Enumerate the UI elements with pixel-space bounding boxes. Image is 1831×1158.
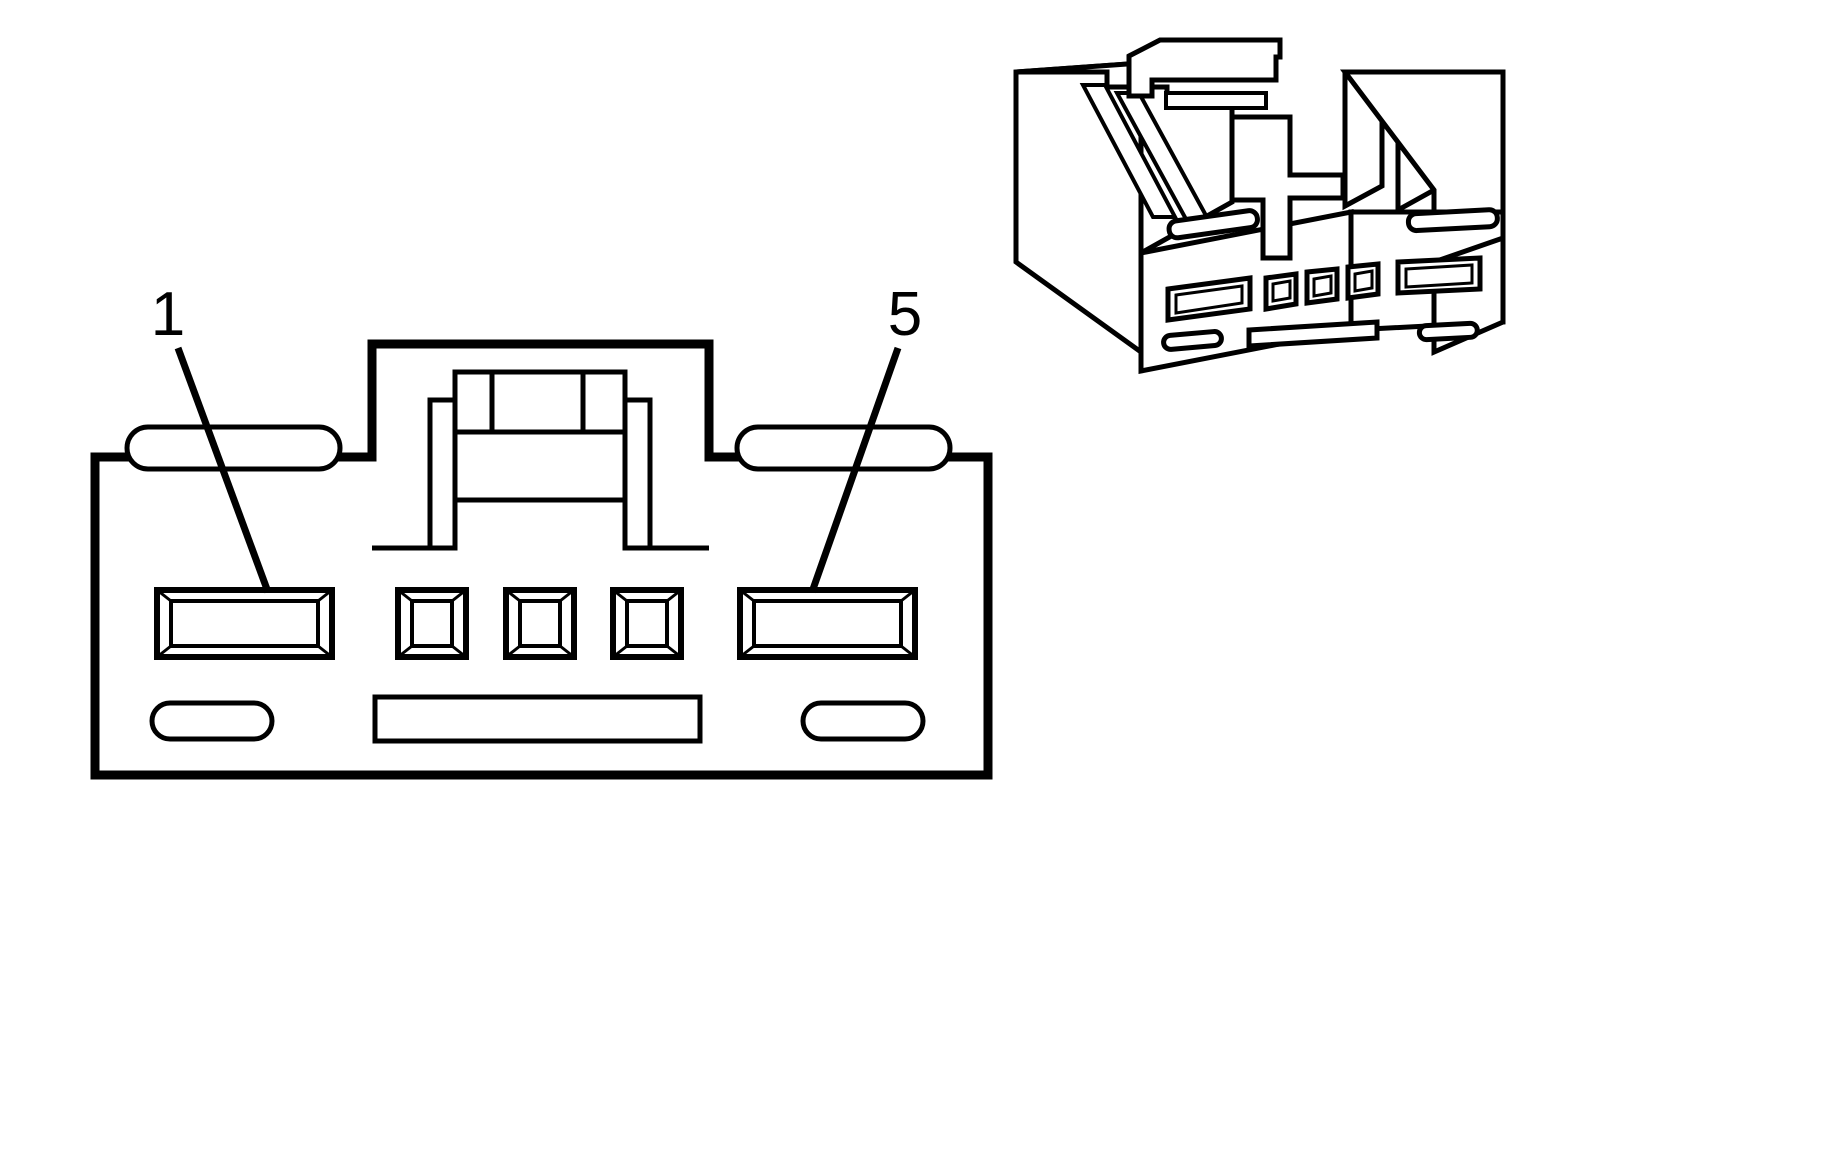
latch-right-post [622, 397, 653, 551]
iso-cavity-5 [1395, 255, 1483, 296]
iso-cavity-2 [1263, 271, 1299, 312]
iso-lower-slot-right [1416, 320, 1480, 343]
iso-rib-1 [1079, 83, 1179, 219]
lower-slot-center [372, 694, 703, 744]
latch-center-block [452, 369, 628, 435]
connector-isometric-view [1013, 37, 1506, 375]
iso-upper-slot-right [1405, 207, 1500, 234]
iso-cavity-3 [1304, 266, 1340, 306]
iso-latch-window [1164, 91, 1268, 110]
cavity-1 [154, 587, 335, 660]
callout-5: 5 [808, 280, 922, 594]
iso-latch-tower [1126, 37, 1283, 99]
iso-upper-slot-left [1166, 208, 1260, 241]
cavity-4 [610, 587, 684, 660]
cavity-3 [503, 587, 577, 660]
lower-slot-left [149, 700, 275, 742]
upper-slot-left [124, 424, 343, 472]
iso-lower-slot-left [1161, 329, 1224, 352]
cavity-5 [737, 587, 918, 660]
iso-lower-slot-center [1246, 319, 1380, 349]
iso-cavity-1 [1165, 275, 1253, 323]
callout-1-leader [174, 346, 272, 594]
center-latch [372, 369, 709, 551]
iso-center-blade [1229, 114, 1346, 261]
iso-cavity-4 [1345, 261, 1381, 301]
callout-5-label: 5 [888, 280, 922, 349]
latch-left-post [427, 397, 458, 551]
connector-front-view [90, 339, 993, 780]
callout-1-label: 1 [151, 280, 185, 349]
callout-1: 1 [151, 280, 272, 594]
callout-5-leader [808, 346, 902, 594]
latch-cross-bar [452, 429, 628, 503]
cavity-2 [395, 587, 469, 660]
upper-slot-right [734, 424, 953, 472]
housing-outline [90, 339, 993, 780]
lower-slot-right [800, 700, 926, 742]
